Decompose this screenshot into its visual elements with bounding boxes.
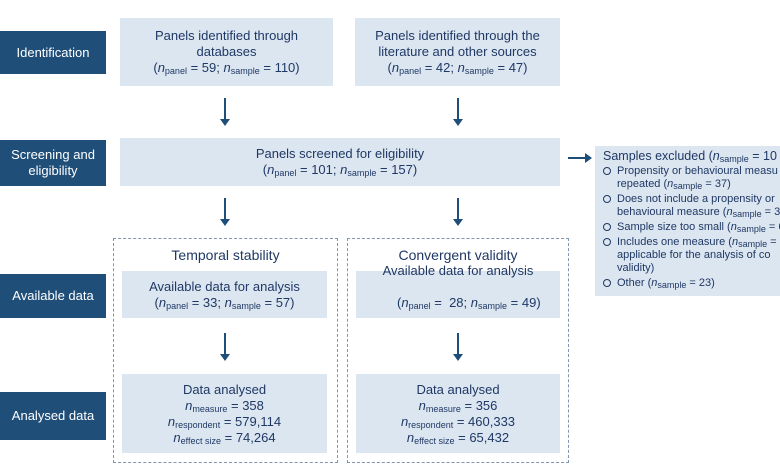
bullet-circle-icon [603,223,611,231]
convergent-n-effect: neffect size = 65,432 [406,429,510,446]
excluded-item: Does not include a propensity or behavio… [603,193,780,219]
box-screened-counts: (npanel = 101; nsample = 157) [262,162,418,178]
group-temporal-title: Temporal stability [171,247,280,263]
excluded-item: Other (nsample = 23) [603,277,780,290]
temporal-n-effect: neffect size = 74,264 [173,429,276,446]
group-convergent-title: Convergent validity [398,247,518,263]
box-literature-counts: (npanel = 42; nsample = 47) [387,60,528,76]
arrow-down-2 [453,98,463,126]
box-convergent-analysed: Data analysed nmeasure = 356 nrespondent… [356,374,560,453]
arrow-down-6 [453,333,463,361]
box-temporal-analysed: Data analysed nmeasure = 358 nrespondent… [122,374,327,453]
bullet-circle-icon [603,167,611,175]
arrow-down-5 [220,333,230,361]
box-databases-line1: Panels identified through [154,28,299,43]
box-convergent-available-counts: (npanel = 28; nsample = 49) [397,294,541,311]
temporal-n-respondent: nrespondent = 579,114 [167,413,282,430]
excluded-item: Includes one measure (nsample = 8 applic… [603,236,780,275]
box-temporal-analysed-label: Data analysed [182,381,267,397]
stage-available-label: Available data [12,288,94,303]
box-screened: Panels screened for eligibility (npanel … [120,138,560,186]
convergent-n-respondent: nrespondent = 460,333 [400,413,516,430]
box-temporal-available: Available data for analysis (npanel = 33… [122,271,327,318]
box-databases-counts: (npanel = 59; nsample = 110) [153,60,300,76]
box-convergent-available: Available data for analysis (npanel = 28… [356,263,560,318]
group-temporal [113,238,338,463]
stage-identification-label: Identification [16,44,90,60]
excluded-item: Sample size too small (nsample = 6 [603,221,780,234]
arrow-right-excluded [568,153,592,163]
excluded-list: Propensity or behavioural measu repeated… [603,165,780,290]
excluded-item: Propensity or behavioural measu repeated… [603,165,780,191]
arrow-down-3 [220,198,230,226]
box-literature: Panels identified through the literature… [355,18,560,86]
arrow-down-1 [220,98,230,126]
box-temporal-available-label: Available data for analysis [149,278,300,294]
group-convergent [347,238,569,463]
stage-identification: Identification [0,31,106,74]
box-databases: Panels identified through databases (npa… [120,18,333,86]
bullet-circle-icon [603,195,611,203]
excluded-title: Samples excluded (nsample = 10 [603,149,777,164]
bullet-circle-icon [603,279,611,287]
box-convergent-analysed-label: Data analysed [416,381,500,397]
box-literature-line2: literature and other sources [378,44,537,59]
stage-screening: Screening and eligibility [0,140,106,186]
arrow-down-4 [453,198,463,226]
box-screened-line1: Panels screened for eligibility [255,146,425,161]
box-convergent-available-label: Available data for analysis [382,262,534,278]
temporal-n-measure: nmeasure = 358 [185,397,264,414]
bullet-circle-icon [603,238,611,246]
box-excluded: Samples excluded (nsample = 10 Propensit… [595,146,780,296]
stage-analysed: Analysed data [0,392,106,440]
box-temporal-available-counts: (npanel = 33; nsample = 57) [154,294,295,311]
stage-analysed-label: Analysed data [11,408,95,423]
box-databases-line2: databases [196,44,257,59]
box-literature-line1: Panels identified through the [375,28,540,43]
stage-screening-label: Screening and eligibility [11,147,95,178]
convergent-n-measure: nmeasure = 356 [418,397,498,414]
stage-available: Available data [0,274,106,318]
